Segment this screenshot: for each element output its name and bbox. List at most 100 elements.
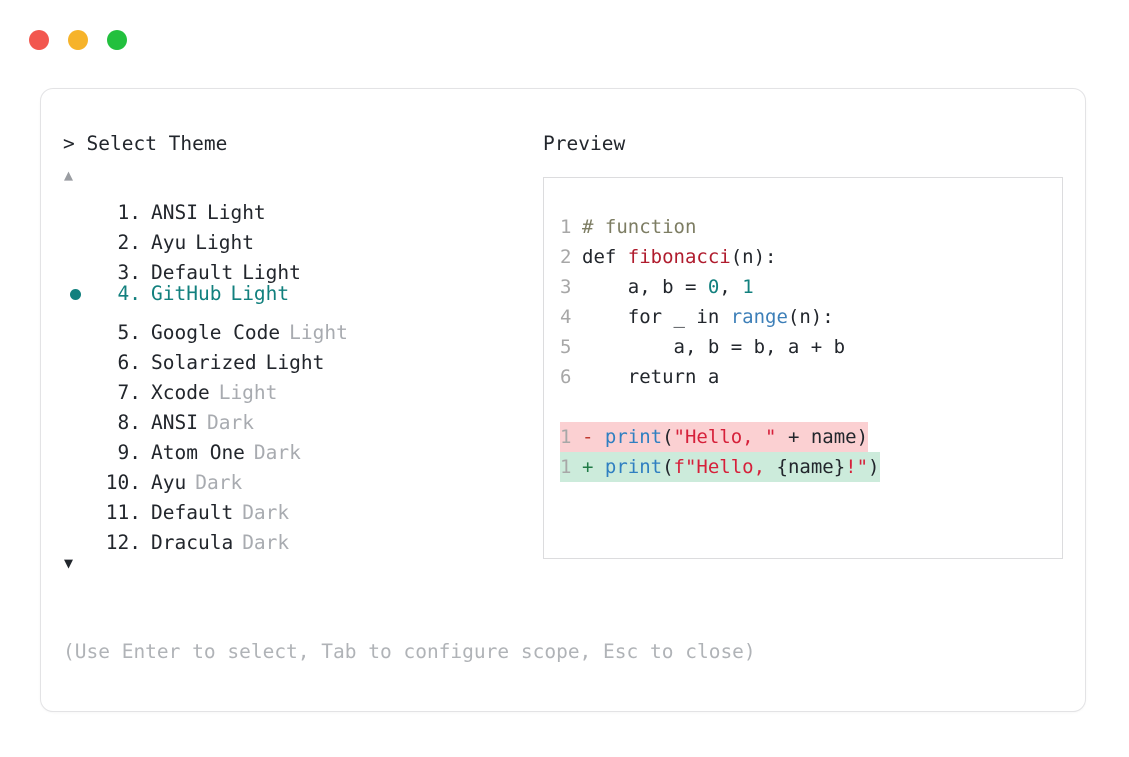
maximize-icon[interactable] (107, 30, 127, 50)
theme-item-name: Ayu (151, 231, 187, 254)
diff-sign: - (582, 426, 605, 448)
code-line-content: a, b = 0, 1 (582, 272, 754, 302)
selection-bullet-cell (63, 369, 93, 399)
selection-bullet-cell (63, 249, 93, 279)
code-token: {name} (776, 456, 846, 478)
theme-list-item[interactable]: 7. Xcode Light (63, 369, 533, 404)
code-token: , (719, 276, 743, 298)
code-token: # function (582, 216, 697, 238)
theme-item-index: 12. (105, 531, 141, 554)
theme-item-index: 7. (117, 381, 141, 404)
diff-removed-line: 1- print("Hello, " + name) (560, 422, 869, 452)
theme-item-index: 9. (117, 441, 141, 464)
code-line-content: def fibonacci(n): (582, 242, 776, 272)
code-token: ! (845, 456, 857, 478)
window-traffic-lights (29, 30, 127, 50)
selection-bullet-icon (70, 289, 81, 300)
selection-bullet-cell (63, 459, 93, 489)
theme-list-item[interactable]: 12. Dracula Dark (63, 519, 533, 554)
line-number: 4 (560, 306, 572, 328)
line-number: 5 (560, 336, 572, 358)
theme-item-variant: Light (242, 261, 301, 284)
code-line-content: a, b = b, a + b (582, 332, 846, 362)
code-token: (n): (787, 306, 834, 328)
theme-item-name: ANSI (151, 201, 198, 224)
theme-item-name: Dracula (151, 531, 234, 554)
code-token: fibonacci (627, 246, 731, 268)
scroll-down-arrow-icon[interactable]: ▼ (64, 554, 74, 572)
theme-item-index: 8. (117, 411, 141, 434)
selection-bullet-cell (63, 280, 93, 310)
line-number: 3 (560, 276, 572, 298)
minimize-icon[interactable] (68, 30, 88, 50)
code-token: 1 (742, 276, 754, 298)
code-token: 0 (707, 276, 720, 298)
code-token: def (582, 246, 628, 268)
code-token: " (856, 456, 869, 478)
code-line: 2 def fibonacci(n): (560, 242, 1062, 272)
theme-item-index: 11. (105, 501, 141, 524)
scroll-up-arrow-icon[interactable]: ▲ (64, 166, 74, 184)
theme-list-item[interactable]: 2. Ayu Light (63, 219, 533, 254)
theme-item-name: GitHub (151, 282, 222, 305)
theme-item-index: 2. (117, 231, 141, 254)
code-token: ) (868, 456, 880, 478)
theme-item-variant: Light (195, 231, 254, 254)
diff-line-content: print("Hello, " + name) (605, 422, 868, 452)
code-token: a, b = (582, 276, 708, 298)
theme-item-variant: Dark (206, 411, 254, 434)
code-token: print (604, 456, 663, 478)
theme-item-name: Atom One (151, 441, 245, 464)
theme-item-variant: Light (218, 381, 278, 404)
theme-item-variant: Light (265, 351, 325, 374)
line-number: 1 (560, 456, 572, 478)
selection-bullet-cell (63, 489, 93, 519)
line-number: 2 (560, 246, 572, 268)
line-number: 1 (560, 426, 572, 448)
code-line: 5 a, b = b, a + b (560, 332, 1062, 362)
theme-item-variant: Dark (195, 471, 243, 494)
code-token: ( (662, 426, 674, 448)
theme-item-index: 6. (117, 351, 141, 374)
selection-bullet-cell (63, 399, 93, 429)
close-icon[interactable] (29, 30, 49, 50)
theme-item-index: 4. (117, 282, 141, 305)
code-line-content: for _ in range(n): (582, 302, 834, 332)
code-token: print (604, 426, 663, 448)
code-token: (n): (730, 246, 777, 268)
code-spacer (560, 392, 1062, 422)
theme-item-variant: Dark (242, 531, 290, 554)
theme-item-index: 5. (117, 321, 141, 344)
line-number: 6 (560, 366, 572, 388)
code-line: 1 # function (560, 212, 1062, 242)
code-token: for _ in (582, 306, 731, 328)
theme-item-name: Xcode (151, 381, 210, 404)
code-token: a, b = b, a + b (582, 336, 846, 358)
selection-bullet-cell (63, 309, 93, 339)
code-token: "Hello, " (673, 426, 777, 448)
line-number: 1 (560, 216, 572, 238)
selection-bullet-cell (63, 519, 93, 549)
theme-item-variant: Light (206, 201, 266, 224)
code-token: + name (776, 426, 857, 448)
code-token: f"Hello, (673, 456, 777, 478)
theme-item-name: Ayu (151, 471, 187, 494)
theme-item-name: Google Code (151, 321, 281, 344)
code-line: 6 return a (560, 362, 1062, 392)
